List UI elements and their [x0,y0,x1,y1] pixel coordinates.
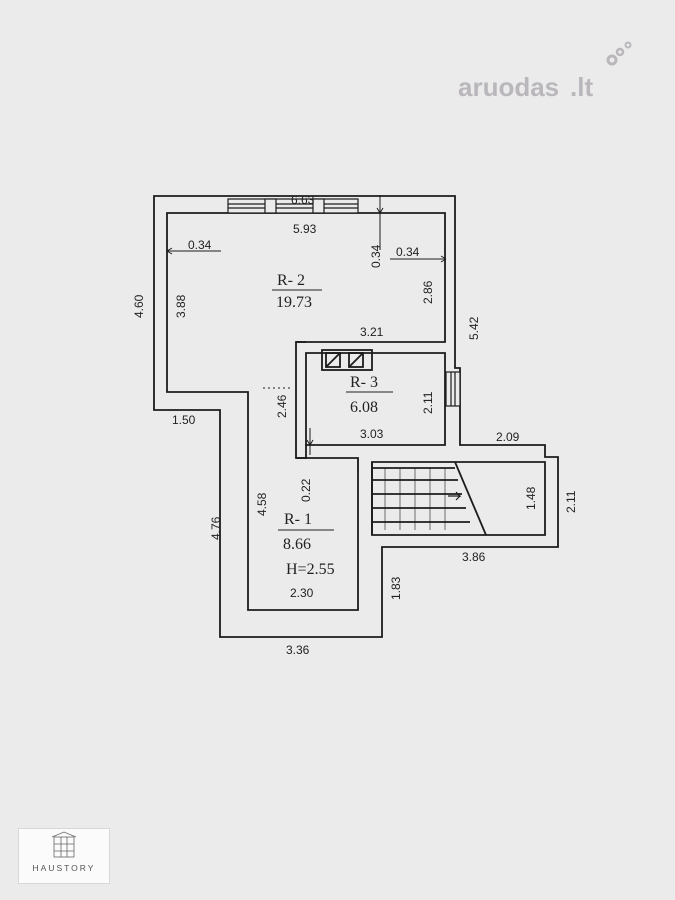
vent-icon [325,352,341,368]
dim-top-inner: 5.93 [293,222,317,236]
dim-r2-bottom: 3.21 [360,325,384,339]
room-r2-area: 19.73 [276,294,312,311]
vent-icon [348,352,364,368]
dim-r3-right: 2.11 [421,391,435,414]
walls [153,195,559,638]
dim-r1-bottom: 2.30 [290,586,314,600]
brand-logo: HAUSTORY [18,828,110,884]
brand-name: HAUSTORY [32,863,96,873]
room-r1-label: R- 1 [284,511,312,528]
dim-stair-height: 1.48 [524,486,538,510]
dim-wall-left: 0.34 [188,238,212,252]
r3-inner [305,352,446,446]
room-r3-area: 6.08 [350,399,378,416]
stair-treads [372,467,470,523]
dim-partition: 2.46 [275,394,289,418]
dimension-labels: 6.63 5.93 0.34 0.34 0.34 4.60 3.88 2.86 … [132,193,578,657]
dim-r2-right: 2.86 [421,280,435,304]
room-r2-label: R- 2 [277,272,305,289]
dim-stair-top: 2.09 [496,430,520,444]
dim-left-outer: 4.60 [132,294,146,318]
window [227,198,359,214]
room-r3-label: R- 3 [350,374,378,391]
dim-right-outer: 5.42 [467,316,481,340]
room-r1-area: 8.66 [283,536,311,553]
stair-inner [371,461,546,536]
dim-stair-bottom: 3.86 [462,550,486,564]
dim-left-inner: 3.88 [174,294,188,318]
dim-left-lower-outer: 4.76 [209,516,223,540]
dim-stair-right-outer: 2.11 [564,490,578,513]
r3-outer [296,341,307,459]
dim-bottom-outer: 3.36 [286,643,310,657]
dimension-lines [166,195,447,455]
dim-wall-right: 0.34 [396,245,420,259]
outer-wall [153,195,559,638]
dim-r1-right-outer: 1.83 [389,576,403,600]
windows [227,198,461,407]
watermark-tld: .lt [570,72,593,102]
room-r1-height: H=2.55 [286,561,335,578]
chimney-box [321,349,373,371]
building-icon [51,831,77,858]
dim-wall-top: 0.34 [369,244,383,268]
window-side [445,371,461,407]
dim-r3-bottom: 3.03 [360,427,384,441]
stair-rail [454,461,487,536]
dim-step-left: 1.50 [172,413,196,427]
dim-r1-left: 4.58 [255,492,269,516]
dim-top-outer: 6.63 [291,193,315,207]
watermark: aruodas .lt [458,41,632,102]
watermark-smoke-icon [606,54,618,66]
watermark-text: aruodas [458,72,559,102]
dim-gap: 0.22 [299,478,313,502]
room-labels: R- 2 19.73 R- 3 6.08 R- 1 8.66 H=2.55 [272,272,393,578]
